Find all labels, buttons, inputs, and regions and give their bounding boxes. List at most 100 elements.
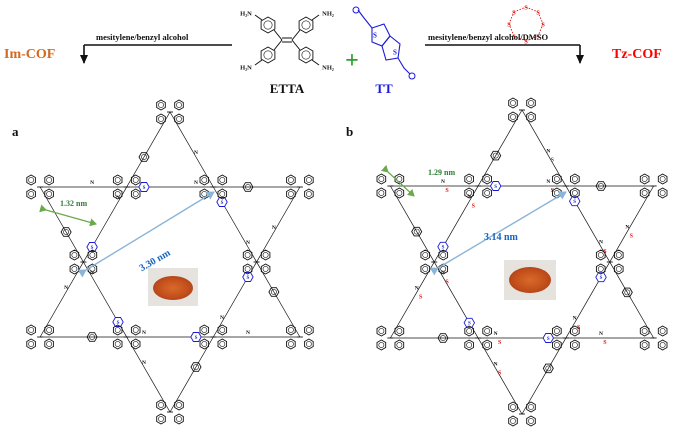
thiophene-sulfur: S	[373, 31, 377, 39]
sulfur-atom: S	[512, 33, 516, 40]
sulfur-atom: S	[512, 9, 516, 16]
aldehyde-group	[397, 57, 411, 75]
benzene-ring	[138, 152, 150, 162]
nitrogen-atom: N	[64, 285, 68, 291]
tt-label: TT	[375, 81, 393, 96]
phenyl-ring	[156, 413, 166, 425]
phenyl-ring	[156, 113, 166, 125]
phenyl-ring	[482, 187, 492, 199]
phenyl-ring	[613, 263, 624, 275]
phenyl-ring	[552, 339, 562, 351]
linker-chain: NSN	[40, 330, 300, 342]
phenyl-ring	[304, 174, 314, 186]
phenyl-ring	[112, 338, 123, 350]
phenyl-ring	[242, 263, 253, 275]
nitrogen-atom: N	[246, 330, 250, 336]
thiophene-sulfur: S	[468, 322, 471, 327]
sulfur-atom: S	[536, 33, 540, 40]
phenyl-ring	[174, 99, 184, 111]
right-conditions: mesitylene/benzyl alcohol/DMSO	[428, 32, 549, 42]
nitrogen-atom: N	[415, 285, 419, 291]
tetraphenylethylene-node	[199, 324, 228, 350]
phenyl-ring	[304, 324, 314, 336]
tetraphenylethylene-node	[639, 173, 668, 199]
benzene-ring	[242, 182, 254, 192]
etta-phenyl-ring	[260, 16, 276, 34]
phenyl-ring	[174, 113, 184, 125]
tetraphenylethylene-node	[26, 174, 54, 200]
benzene-ring	[542, 363, 554, 374]
phenyl-ring	[420, 249, 431, 261]
phenyl-ring	[570, 173, 580, 185]
phenyl-ring	[526, 111, 536, 123]
phenyl-ring	[130, 324, 141, 336]
phenyl-ring	[217, 188, 228, 200]
panel-b-small-pore-label: 1.29 nm	[428, 168, 455, 177]
phenyl-ring	[304, 338, 314, 350]
thienothiophene-unit	[489, 181, 502, 191]
nitrogen-atom: N	[573, 316, 577, 322]
phenyl-ring	[376, 173, 387, 185]
phenyl-ring	[570, 187, 580, 199]
benzene-ring	[411, 226, 423, 237]
thiophene-sulfur: S	[143, 186, 146, 191]
tetraphenylethylene-node	[242, 249, 271, 275]
nitrogen-atom: N	[494, 331, 498, 337]
thiazole-sulfur: S	[498, 340, 502, 346]
tetraphenylethylene-node	[376, 325, 405, 351]
tetraphenylethylene-node	[156, 399, 184, 425]
phenyl-ring	[112, 324, 123, 336]
phenyl-ring	[639, 173, 650, 185]
nitrogen-atom: N	[494, 361, 498, 367]
phenyl-ring	[376, 325, 387, 337]
phenyl-ring	[613, 249, 624, 261]
sulfur-atom: S	[536, 9, 540, 16]
amine-group-label: H₂N	[240, 10, 252, 17]
phenyl-ring	[394, 339, 405, 351]
phenyl-ring	[260, 249, 271, 261]
thiophene-sulfur: S	[195, 336, 198, 341]
phenyl-ring	[639, 325, 650, 337]
left-reaction-arrow	[80, 44, 232, 64]
phenyl-ring	[508, 415, 518, 427]
sulfur-atom: S	[507, 21, 511, 28]
phenyl-ring	[69, 249, 80, 261]
panel-a-small-pore-arrow	[39, 204, 97, 227]
thiazole-sulfur: S	[603, 249, 607, 255]
nitrogen-atom: N	[441, 179, 445, 185]
phenyl-ring	[260, 263, 271, 275]
tetraphenylethylene-node	[156, 99, 184, 125]
phenyl-ring	[508, 401, 518, 413]
phenyl-ring	[217, 324, 228, 336]
phenyl-ring	[242, 249, 253, 261]
phenyl-ring	[69, 263, 80, 275]
phenyl-ring	[217, 174, 228, 186]
phenyl-ring	[508, 111, 518, 123]
phenyl-ring	[552, 173, 562, 185]
panel-a-powder-photo	[148, 268, 198, 306]
phenyl-ring	[130, 188, 141, 200]
nitrogen-atom: N	[194, 150, 198, 156]
phenyl-ring	[174, 413, 184, 425]
im-cof-label: Im-COF	[4, 47, 55, 62]
tetraphenylethylene-node	[508, 97, 536, 123]
nitrogen-atom: N	[272, 225, 276, 231]
phenyl-ring	[44, 338, 54, 350]
phenyl-ring	[156, 399, 166, 411]
thiophene-sulfur: S	[600, 276, 603, 281]
phenyl-ring	[26, 188, 36, 200]
nitrogen-atom: N	[599, 240, 603, 246]
nitrogen-atom: N	[90, 180, 94, 186]
tt-molecule: SS	[352, 6, 416, 80]
nitrogen-atom: N	[625, 225, 629, 231]
plus-sign: +	[345, 48, 359, 74]
benzene-ring	[190, 362, 202, 372]
benzene-ring	[60, 227, 72, 237]
thiazole-sulfur: S	[472, 203, 476, 209]
